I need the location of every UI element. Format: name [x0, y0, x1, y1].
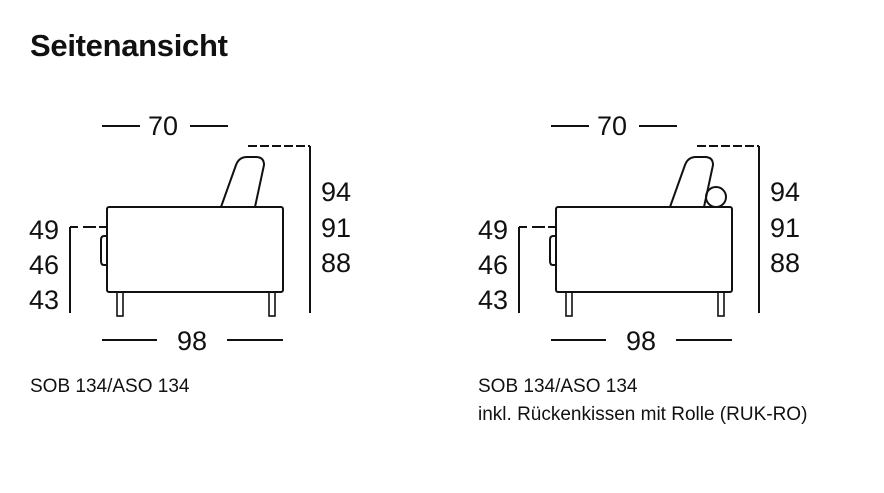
sofa-side-view-1: [69, 125, 311, 341]
seat-height-label: 49: [29, 215, 60, 245]
width-label: 70: [597, 111, 628, 141]
total-height-label: 94: [321, 177, 352, 207]
caption-line: SOB 134/ASO 134: [478, 376, 638, 397]
depth-label: 98: [177, 326, 208, 356]
total-height-label: 88: [321, 248, 352, 278]
seat-height-label: 46: [29, 250, 60, 280]
sofa-side-view-2: [518, 125, 760, 341]
seat-height-label: 43: [29, 285, 60, 315]
total-height-label: 94: [770, 177, 801, 207]
page-title: Seitenansicht: [30, 28, 228, 63]
depth-label: 98: [626, 326, 657, 356]
caption-line-detail: inkl. Rückenkissen mit Rolle (RUK-RO): [478, 404, 808, 425]
total-height-label: 91: [321, 213, 352, 243]
seat-height-label: 43: [478, 285, 509, 315]
seat-height-label: 46: [478, 250, 509, 280]
seat-height-label: 49: [478, 215, 509, 245]
total-height-label: 88: [770, 248, 801, 278]
total-height-label: 91: [770, 213, 801, 243]
caption-line: SOB 134/ASO 134: [30, 376, 190, 397]
width-label: 70: [148, 111, 179, 141]
